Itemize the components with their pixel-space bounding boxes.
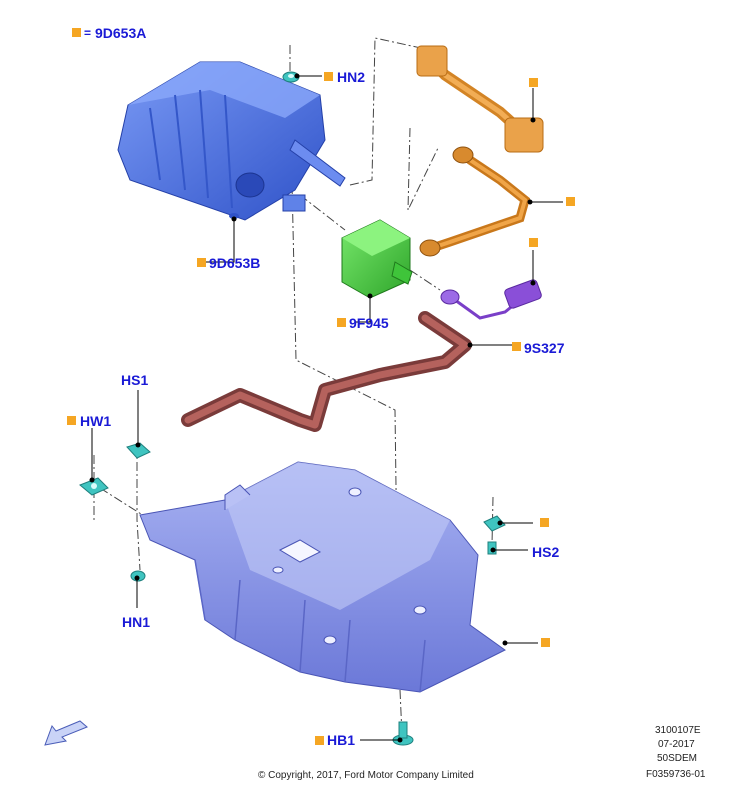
canister-tray[interactable] <box>139 461 506 693</box>
label-9d653b[interactable]: 9D653B <box>209 255 260 271</box>
reference-markers <box>529 78 575 647</box>
vapor-tube-lower[interactable] <box>419 146 531 257</box>
label-hb1[interactable]: HB1 <box>327 732 355 748</box>
label-hn2[interactable]: HN2 <box>337 69 365 85</box>
charcoal-canister[interactable] <box>117 61 346 221</box>
bolt-hb1[interactable] <box>392 721 414 746</box>
footer-date: 07-2017 <box>658 739 695 750</box>
label-9s327[interactable]: 9S327 <box>524 340 565 356</box>
sensor-connector[interactable] <box>440 279 542 320</box>
label-hn1[interactable]: HN1 <box>122 614 150 630</box>
legend: = 9D653A <box>72 25 146 41</box>
footer: © Copyright, 2017, Ford Motor Company Li… <box>258 725 706 781</box>
arrow-down-left-icon <box>44 720 88 746</box>
purge-valve[interactable] <box>341 219 413 299</box>
leader-lines <box>89 73 563 743</box>
legend-equals: = <box>84 26 91 40</box>
vapor-hose[interactable] <box>181 311 472 432</box>
label-hs1[interactable]: HS1 <box>121 372 148 388</box>
footer-code-2: 50SDEM <box>657 753 697 764</box>
footer-code-3: F0359736-01 <box>646 769 706 780</box>
label-9f945[interactable]: 9F945 <box>349 315 389 331</box>
part-labels: HN2 9D653B 9F945 9S327 HS1 HW1 HS2 HN1 H… <box>67 69 565 748</box>
vapor-tube-upper[interactable] <box>416 45 544 153</box>
label-hs2[interactable]: HS2 <box>532 544 559 560</box>
legend-code: 9D653A <box>95 25 146 41</box>
footer-code-1: 3100107E <box>655 725 701 736</box>
copyright-text: © Copyright, 2017, Ford Motor Company Li… <box>258 770 474 781</box>
label-hw1[interactable]: HW1 <box>80 413 111 429</box>
